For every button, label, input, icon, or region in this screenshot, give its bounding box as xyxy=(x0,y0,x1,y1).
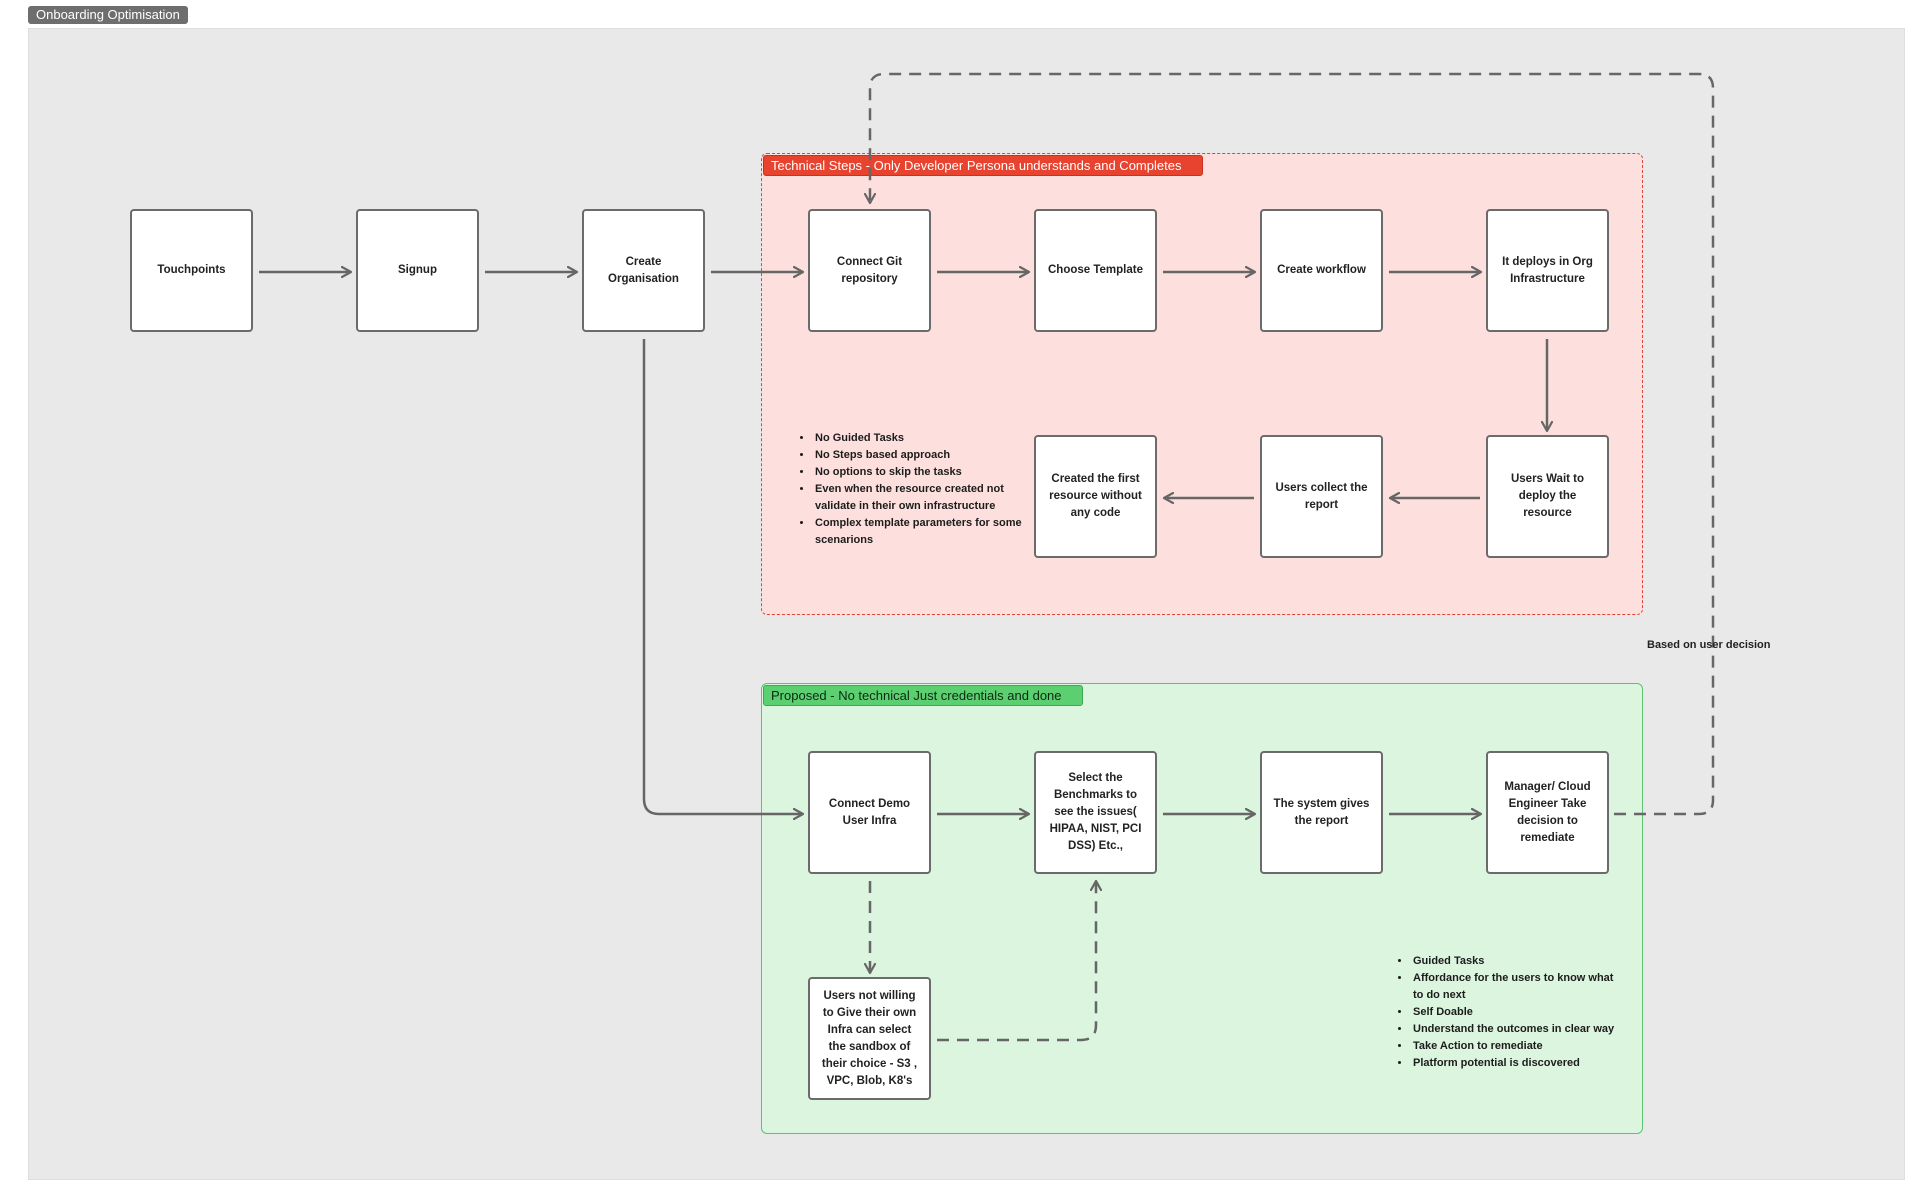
node-label: Manager/ Cloud Engineer Take decision to… xyxy=(1504,780,1591,844)
node-label: Choose Template xyxy=(1048,264,1143,276)
node-signup[interactable]: Signup xyxy=(356,209,479,332)
node-label: Connect Git repository xyxy=(836,255,903,285)
node-label: Create Organisation xyxy=(608,255,679,285)
node-label: The system gives the report xyxy=(1273,797,1370,827)
node-label: Users collect the report xyxy=(1275,481,1368,511)
node-manager-decision[interactable]: Manager/ Cloud Engineer Take decision to… xyxy=(1486,751,1609,874)
node-users-wait[interactable]: Users Wait to deploy the resource xyxy=(1486,435,1609,558)
node-create-organisation[interactable]: Create Organisation xyxy=(582,209,705,332)
node-touchpoints[interactable]: Touchpoints xyxy=(130,209,253,332)
proposed-note: Self Doable xyxy=(1411,1004,1626,1021)
node-label: Created the first resource without any c… xyxy=(1049,473,1142,519)
node-deploys-org-infra[interactable]: It deploys in Org Infrastructure xyxy=(1486,209,1609,332)
node-select-benchmarks[interactable]: Select the Benchmarks to see the issues(… xyxy=(1034,751,1157,874)
technical-note: No Steps based approach xyxy=(813,447,1028,464)
technical-note: Complex template parameters for some sce… xyxy=(813,515,1028,549)
proposed-label: Proposed - No technical Just credentials… xyxy=(763,685,1083,706)
dashed-manager-connect-git xyxy=(870,72,1715,816)
technical-note: No Guided Tasks xyxy=(813,430,1028,447)
node-label: Users not willing to Give their own Infr… xyxy=(821,989,918,1087)
technical-note: No options to skip the tasks xyxy=(813,464,1028,481)
node-label: Select the Benchmarks to see the issues(… xyxy=(1049,772,1142,852)
proposed-note: Guided Tasks xyxy=(1411,953,1626,970)
node-label: Connect Demo User Infra xyxy=(828,797,911,827)
node-choose-template[interactable]: Choose Template xyxy=(1034,209,1157,332)
node-label: Signup xyxy=(398,264,437,276)
node-users-collect-report[interactable]: Users collect the report xyxy=(1260,435,1383,558)
arrow-create-org-connect-demo xyxy=(642,339,803,814)
proposed-note: Platform potential is discovered xyxy=(1411,1055,1626,1072)
technical-note: Even when the resource created not valid… xyxy=(813,481,1028,515)
proposed-notes-list: Guided Tasks Affordance for the users to… xyxy=(1395,953,1626,1072)
node-label: Touchpoints xyxy=(157,264,226,276)
node-label: Create workflow xyxy=(1277,264,1366,276)
edge-label-user-decision: Based on user decision xyxy=(1647,639,1771,651)
node-connect-git-repository[interactable]: Connect Git repository xyxy=(808,209,931,332)
technical-notes-list: No Guided Tasks No Steps based approach … xyxy=(797,430,1028,549)
proposed-note: Affordance for the users to know what to… xyxy=(1411,970,1626,1004)
node-created-first-resource[interactable]: Created the first resource without any c… xyxy=(1034,435,1157,558)
node-users-not-willing[interactable]: Users not willing to Give their own Infr… xyxy=(808,977,931,1100)
dashed-not-willing-benchmarks xyxy=(937,881,1096,1042)
node-system-gives-report[interactable]: The system gives the report xyxy=(1260,751,1383,874)
technical-steps-label: Technical Steps - Only Developer Persona… xyxy=(763,155,1203,176)
frame-title[interactable]: Onboarding Optimisation xyxy=(28,6,188,24)
proposed-note: Understand the outcomes in clear way xyxy=(1411,1021,1626,1038)
node-label: It deploys in Org Infrastructure xyxy=(1502,255,1593,285)
node-create-workflow[interactable]: Create workflow xyxy=(1260,209,1383,332)
node-connect-demo-infra[interactable]: Connect Demo User Infra xyxy=(808,751,931,874)
node-label: Users Wait to deploy the resource xyxy=(1510,473,1585,519)
proposed-note: Take Action to remediate xyxy=(1411,1038,1626,1055)
